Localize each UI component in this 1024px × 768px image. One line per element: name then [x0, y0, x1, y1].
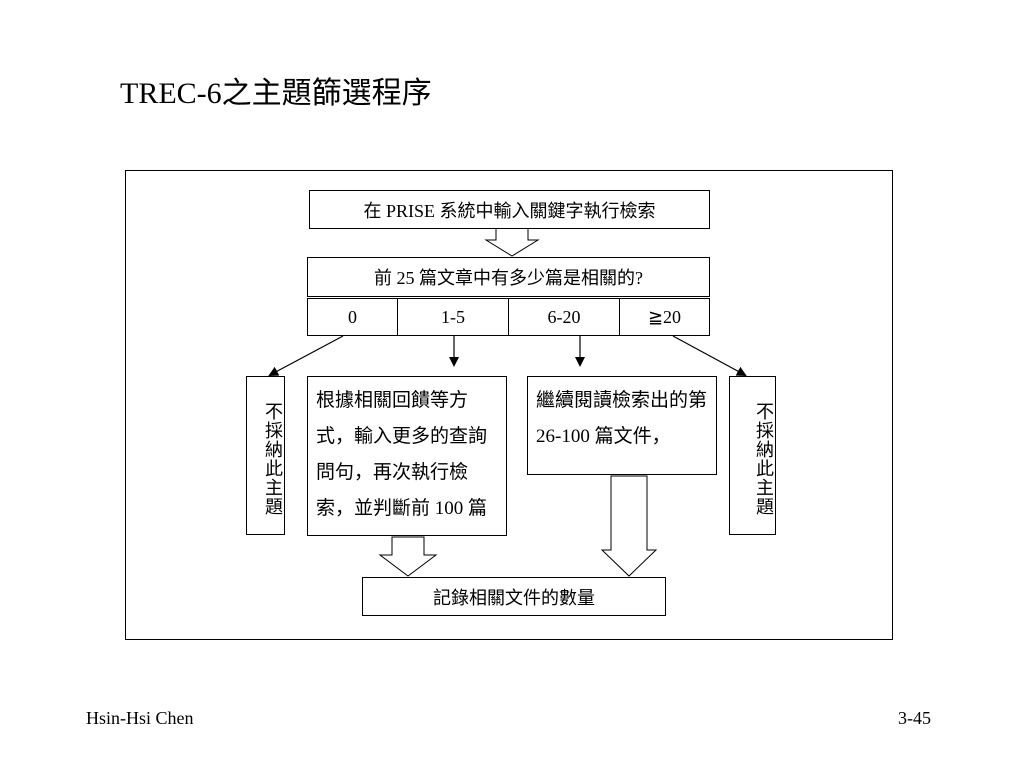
block-arrow-step1-to-question — [484, 227, 540, 257]
step-search-text: 在 PRISE 系統中輸入關鍵字執行檢索 — [363, 200, 656, 221]
arrow-range-0-to-reject-left — [268, 335, 344, 376]
reject-left-text: 不採納此主題 — [263, 401, 283, 516]
step-search-box: 在 PRISE 系統中輸入關鍵字執行檢索 — [309, 190, 710, 229]
feedback-box: 根據相關回饋等方式，輸入更多的查詢問句，再次執行檢索，並判斷前 100 篇 — [307, 376, 507, 536]
range-cell-6-20: 6-20 — [508, 298, 620, 336]
feedback-text: 根據相關回饋等方式，輸入更多的查詢問句，再次執行檢索，並判斷前 100 篇 — [316, 390, 488, 519]
range-cell-0: 0 — [307, 298, 398, 336]
page-number: 3-45 — [898, 708, 931, 728]
final-record-box: 記錄相關文件的數量 — [362, 577, 666, 616]
range-cell-1-5: 1-5 — [397, 298, 509, 336]
arrow-range-20-to-reject-right — [672, 335, 747, 376]
range-label: ≧20 — [647, 306, 682, 327]
final-record-text: 記錄相關文件的數量 — [433, 587, 595, 608]
block-arrow-continue-to-final — [600, 475, 658, 577]
reject-right-text: 不採納此主題 — [754, 401, 774, 516]
range-label: 0 — [348, 306, 357, 327]
range-label: 6-20 — [547, 306, 581, 327]
continue-box: 繼續閱讀檢索出的第 26-100 篇文件， — [527, 376, 717, 475]
author-name: Hsin-Hsi Chen — [86, 708, 194, 728]
range-cell-20-plus: ≧20 — [619, 298, 710, 336]
block-arrow-feedback-to-final — [378, 536, 438, 577]
diagram-frame — [125, 170, 893, 640]
reject-right-box: 不採納此主題 — [729, 376, 776, 535]
continue-text: 繼續閱讀檢索出的第 26-100 篇文件， — [536, 390, 708, 447]
question-box: 前 25 篇文章中有多少篇是相關的? — [307, 257, 710, 297]
reject-left-box: 不採納此主題 — [246, 376, 285, 535]
question-text: 前 25 篇文章中有多少篇是相關的? — [374, 268, 643, 288]
range-label: 1-5 — [441, 306, 465, 327]
slide-title: TREC-6之主題篩選程序 — [120, 77, 432, 110]
